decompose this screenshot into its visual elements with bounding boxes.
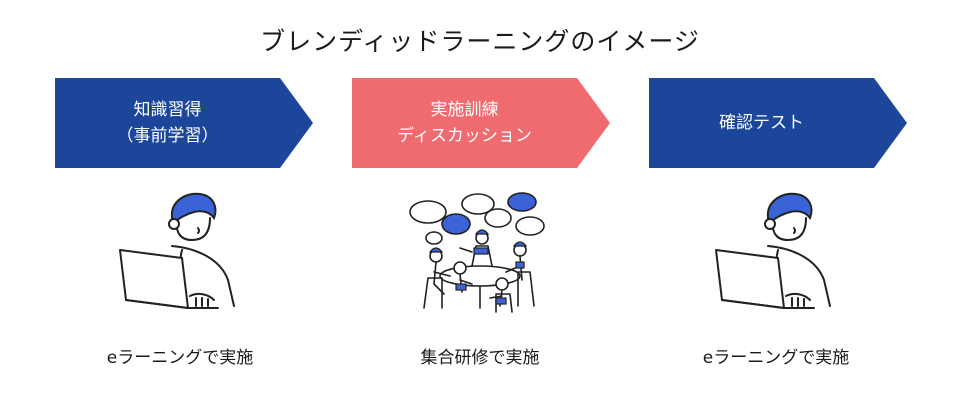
arrow-shape	[649, 78, 907, 168]
stage-caption: eラーニングで実施	[106, 348, 254, 368]
person-at-laptop-icon	[119, 192, 235, 309]
group-discussion-icon	[409, 192, 545, 313]
stage-training: 実施訓練 ディスカッション	[352, 78, 610, 168]
stage-knowledge: 知識習得 （事前学習）	[55, 78, 313, 168]
arrow-shape	[55, 78, 313, 168]
stage-label-line2: （事前学習）	[116, 126, 219, 146]
arrow-shape	[352, 78, 610, 168]
stage-label-line1: 実施訓練	[430, 100, 499, 120]
stage-label-line2: ディスカッション	[397, 126, 532, 146]
stage-caption: 集合研修で実施	[420, 348, 540, 368]
diagram-title: ブレンディッドラーニングのイメージ	[260, 27, 700, 56]
stage-label-line1: 確認テスト	[719, 113, 804, 133]
stage-label-line1: 知識習得	[133, 100, 202, 120]
stage-test: 確認テスト	[649, 78, 907, 168]
stage-caption: eラーニングで実施	[702, 348, 850, 368]
person-at-laptop-icon	[715, 192, 831, 309]
